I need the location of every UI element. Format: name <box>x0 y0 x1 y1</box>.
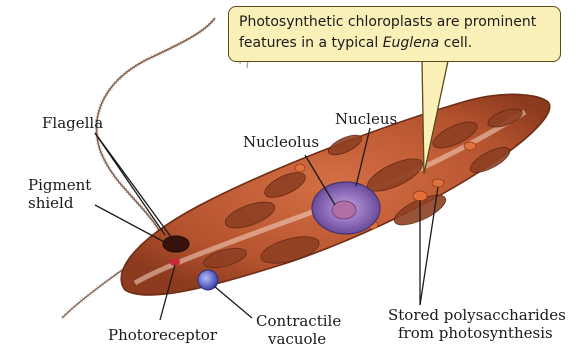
nucleolus <box>332 201 356 219</box>
label-nucleolus: Nucleolus <box>243 133 319 151</box>
label-contractile-vacuole-2: vacuole <box>268 330 326 348</box>
label-pigment-shield-2: shield <box>28 194 73 212</box>
label-flagella: Flagella <box>42 114 103 132</box>
nucleus <box>312 182 380 234</box>
callout-line-2-prefix: features in a typical <box>239 35 383 51</box>
callout-line-1: Photosynthetic chloroplasts are prominen… <box>239 12 550 33</box>
label-photoreceptor: Photoreceptor <box>108 326 217 344</box>
label-pigment-shield-1: Pigment <box>28 176 91 194</box>
callout-line-2-suffix: cell. <box>439 35 472 51</box>
callout-line-2: features in a typical Euglena cell. <box>239 33 550 54</box>
callout-species-name: Euglena <box>383 35 440 51</box>
label-nucleus: Nucleus <box>335 110 397 128</box>
label-contractile-vacuole-1: Contractile <box>256 312 341 330</box>
photoreceptor <box>170 258 180 266</box>
callout-box: Photosynthetic chloroplasts are prominen… <box>228 6 561 62</box>
label-stored-polysaccharides-2: from photosynthesis <box>398 324 553 342</box>
label-stored-polysaccharides-1: Stored polysaccharides <box>388 306 566 324</box>
